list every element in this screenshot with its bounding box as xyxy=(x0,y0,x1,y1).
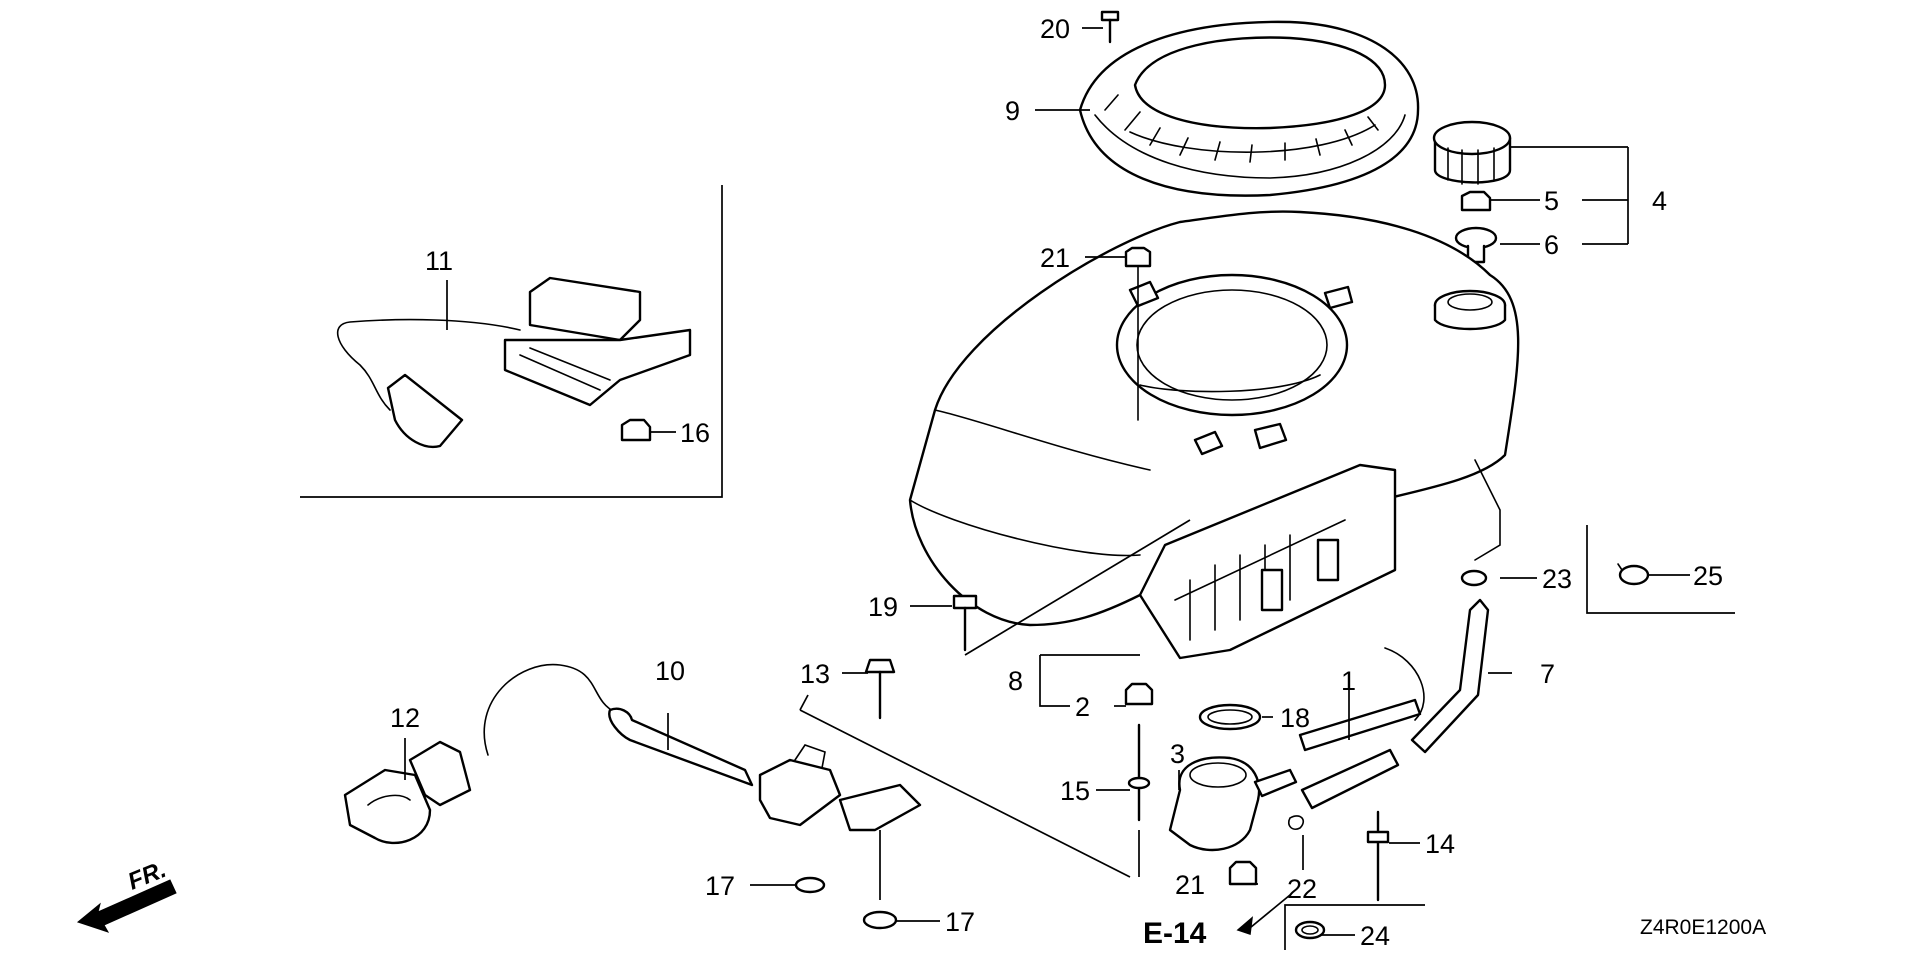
drawing-code: Z4R0E1200A xyxy=(1640,916,1766,939)
callout-5: 5 xyxy=(1544,186,1559,216)
nut-16 xyxy=(620,418,652,442)
callout-14: 14 xyxy=(1425,829,1455,859)
callout-7: 7 xyxy=(1540,659,1555,689)
cap-nut-5 xyxy=(1460,190,1492,212)
nut-21-top xyxy=(1124,246,1152,421)
fan-cover-fuel-tank xyxy=(908,210,1520,627)
fuel-hose-12 xyxy=(343,740,472,845)
callout-22: 22 xyxy=(1287,874,1317,904)
guide-lines xyxy=(799,519,1191,900)
breather-tube-1 xyxy=(1298,647,1425,810)
callout-25: 25 xyxy=(1693,561,1723,591)
clip-23 xyxy=(1460,569,1488,587)
bolt-13 xyxy=(864,658,896,720)
fuel-cap xyxy=(1432,120,1512,185)
nut-21-bottom xyxy=(1228,860,1258,886)
clip-box xyxy=(1586,525,1735,614)
callout-19: 19 xyxy=(868,592,898,622)
bolt-19 xyxy=(952,594,978,652)
callout-2: 2 xyxy=(1075,692,1090,722)
reference-label: E-14 xyxy=(1143,917,1207,950)
ignition-coil-box xyxy=(300,185,723,498)
callout-9: 9 xyxy=(1005,96,1020,126)
clamp-box xyxy=(1284,904,1425,950)
breather-hose-7 xyxy=(1410,598,1490,754)
callout-15: 15 xyxy=(1060,776,1090,806)
o-ring-18 xyxy=(1198,703,1262,731)
recoil-starter-cover xyxy=(1078,20,1420,197)
cap-gasket-6 xyxy=(1454,226,1498,264)
washer-17-left xyxy=(794,876,826,894)
page-reference: E-14 xyxy=(1143,916,1253,950)
callout-20: 20 xyxy=(1040,14,1070,44)
callout-12: 12 xyxy=(390,703,420,733)
callout-16: 16 xyxy=(680,418,710,448)
intake-joint-3 xyxy=(1168,756,1298,852)
callout-13: 13 xyxy=(800,659,830,689)
bolt-20 xyxy=(1100,10,1120,44)
ignition-coil xyxy=(336,276,692,449)
callout-24: 24 xyxy=(1360,921,1390,951)
callout-21-bottom: 21 xyxy=(1175,870,1205,900)
callout-21-top: 21 xyxy=(1040,243,1070,273)
air-cleaner-case xyxy=(1138,463,1397,660)
washer-17-right xyxy=(862,910,898,930)
front-arrow-icon: FR. xyxy=(76,856,177,933)
nut-2 xyxy=(1124,682,1154,706)
callout-11: 11 xyxy=(425,246,453,276)
callout-8: 8 xyxy=(1008,666,1023,696)
callout-17-left: 17 xyxy=(705,871,735,901)
callout-18: 18 xyxy=(1280,703,1310,733)
clip-25 xyxy=(1617,563,1650,586)
callout-10: 10 xyxy=(655,656,685,686)
callout-labels: 20 9 5 4 6 21 11 16 19 23 25 10 13 8 1 7… xyxy=(390,14,1723,951)
callout-4: 4 xyxy=(1652,186,1667,216)
callout-23: 23 xyxy=(1542,564,1572,594)
leader-lines xyxy=(404,27,1690,936)
clamp-24 xyxy=(1294,920,1326,940)
callout-17-right: 17 xyxy=(945,907,975,937)
stud-bolt-14 xyxy=(1366,810,1390,902)
fuel-valve-assembly xyxy=(483,663,922,832)
callout-3: 3 xyxy=(1170,739,1185,769)
callout-6: 6 xyxy=(1544,230,1559,260)
stud-bolt-15 xyxy=(1127,723,1151,822)
clip-22 xyxy=(1287,815,1305,830)
callout-1: 1 xyxy=(1341,666,1356,696)
